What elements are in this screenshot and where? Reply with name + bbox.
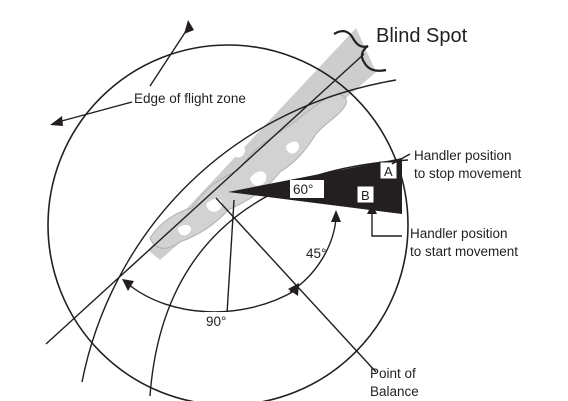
- handler-start-label-line1: Handler position: [410, 226, 508, 241]
- edge-arrow-left-head: [50, 116, 63, 126]
- point-of-balance-label-line1: Point of: [370, 366, 416, 381]
- angle-45-arrowhead: [331, 210, 341, 222]
- point-of-balance-label-line2: Balance: [370, 384, 419, 399]
- blind-spot-label: Blind Spot: [376, 25, 468, 47]
- edge-arrow-up-line: [150, 28, 188, 86]
- angle-90-label: 90°: [206, 314, 226, 329]
- handler-stop-label-line2: to stop movement: [414, 166, 522, 181]
- position-a-label: A: [384, 164, 393, 179]
- animal-silhouette: [150, 94, 346, 248]
- upper-arc-line: [82, 80, 396, 382]
- angle-90-arc: [128, 284, 296, 312]
- edge-arrow-left-line: [58, 102, 132, 122]
- position-b-label: B: [361, 188, 370, 203]
- angle-60-label: 60°: [293, 182, 313, 197]
- angle-90-arrowhead-left: [122, 279, 134, 291]
- edge-arrow-up-head: [184, 20, 194, 34]
- edge-of-flight-zone-label: Edge of flight zone: [134, 91, 246, 106]
- angle-45-label: 45°: [306, 246, 326, 261]
- handler-start-label-line2: to start movement: [410, 244, 518, 259]
- handler-stop-label-line1: Handler position: [414, 148, 512, 163]
